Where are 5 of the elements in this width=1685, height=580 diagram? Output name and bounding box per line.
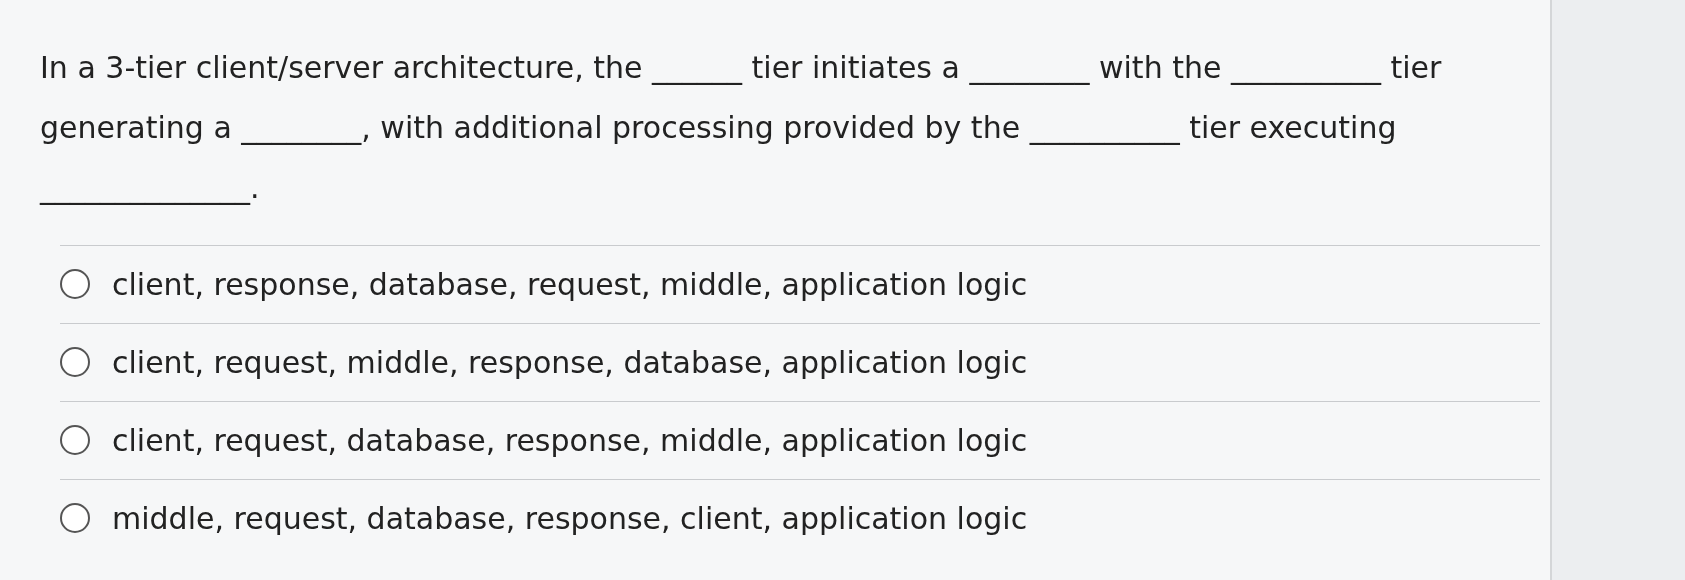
answer-option: middle, request, database, response, client, application logic — [112, 500, 1028, 536]
answer-option: client, response, database, request, middle, application logic — [112, 266, 1028, 302]
answer-option: client, request, middle, response, database, application logic — [112, 344, 1028, 380]
question-text: In a 3-tier client/server architecture, the ______ tier initiates a ________ with the __________ tier generating a ________, with additional processing provided by the __________ tier executing ______________. — [40, 49, 1443, 207]
answer-option: client, request, database, response, middle, application logic — [112, 422, 1028, 458]
